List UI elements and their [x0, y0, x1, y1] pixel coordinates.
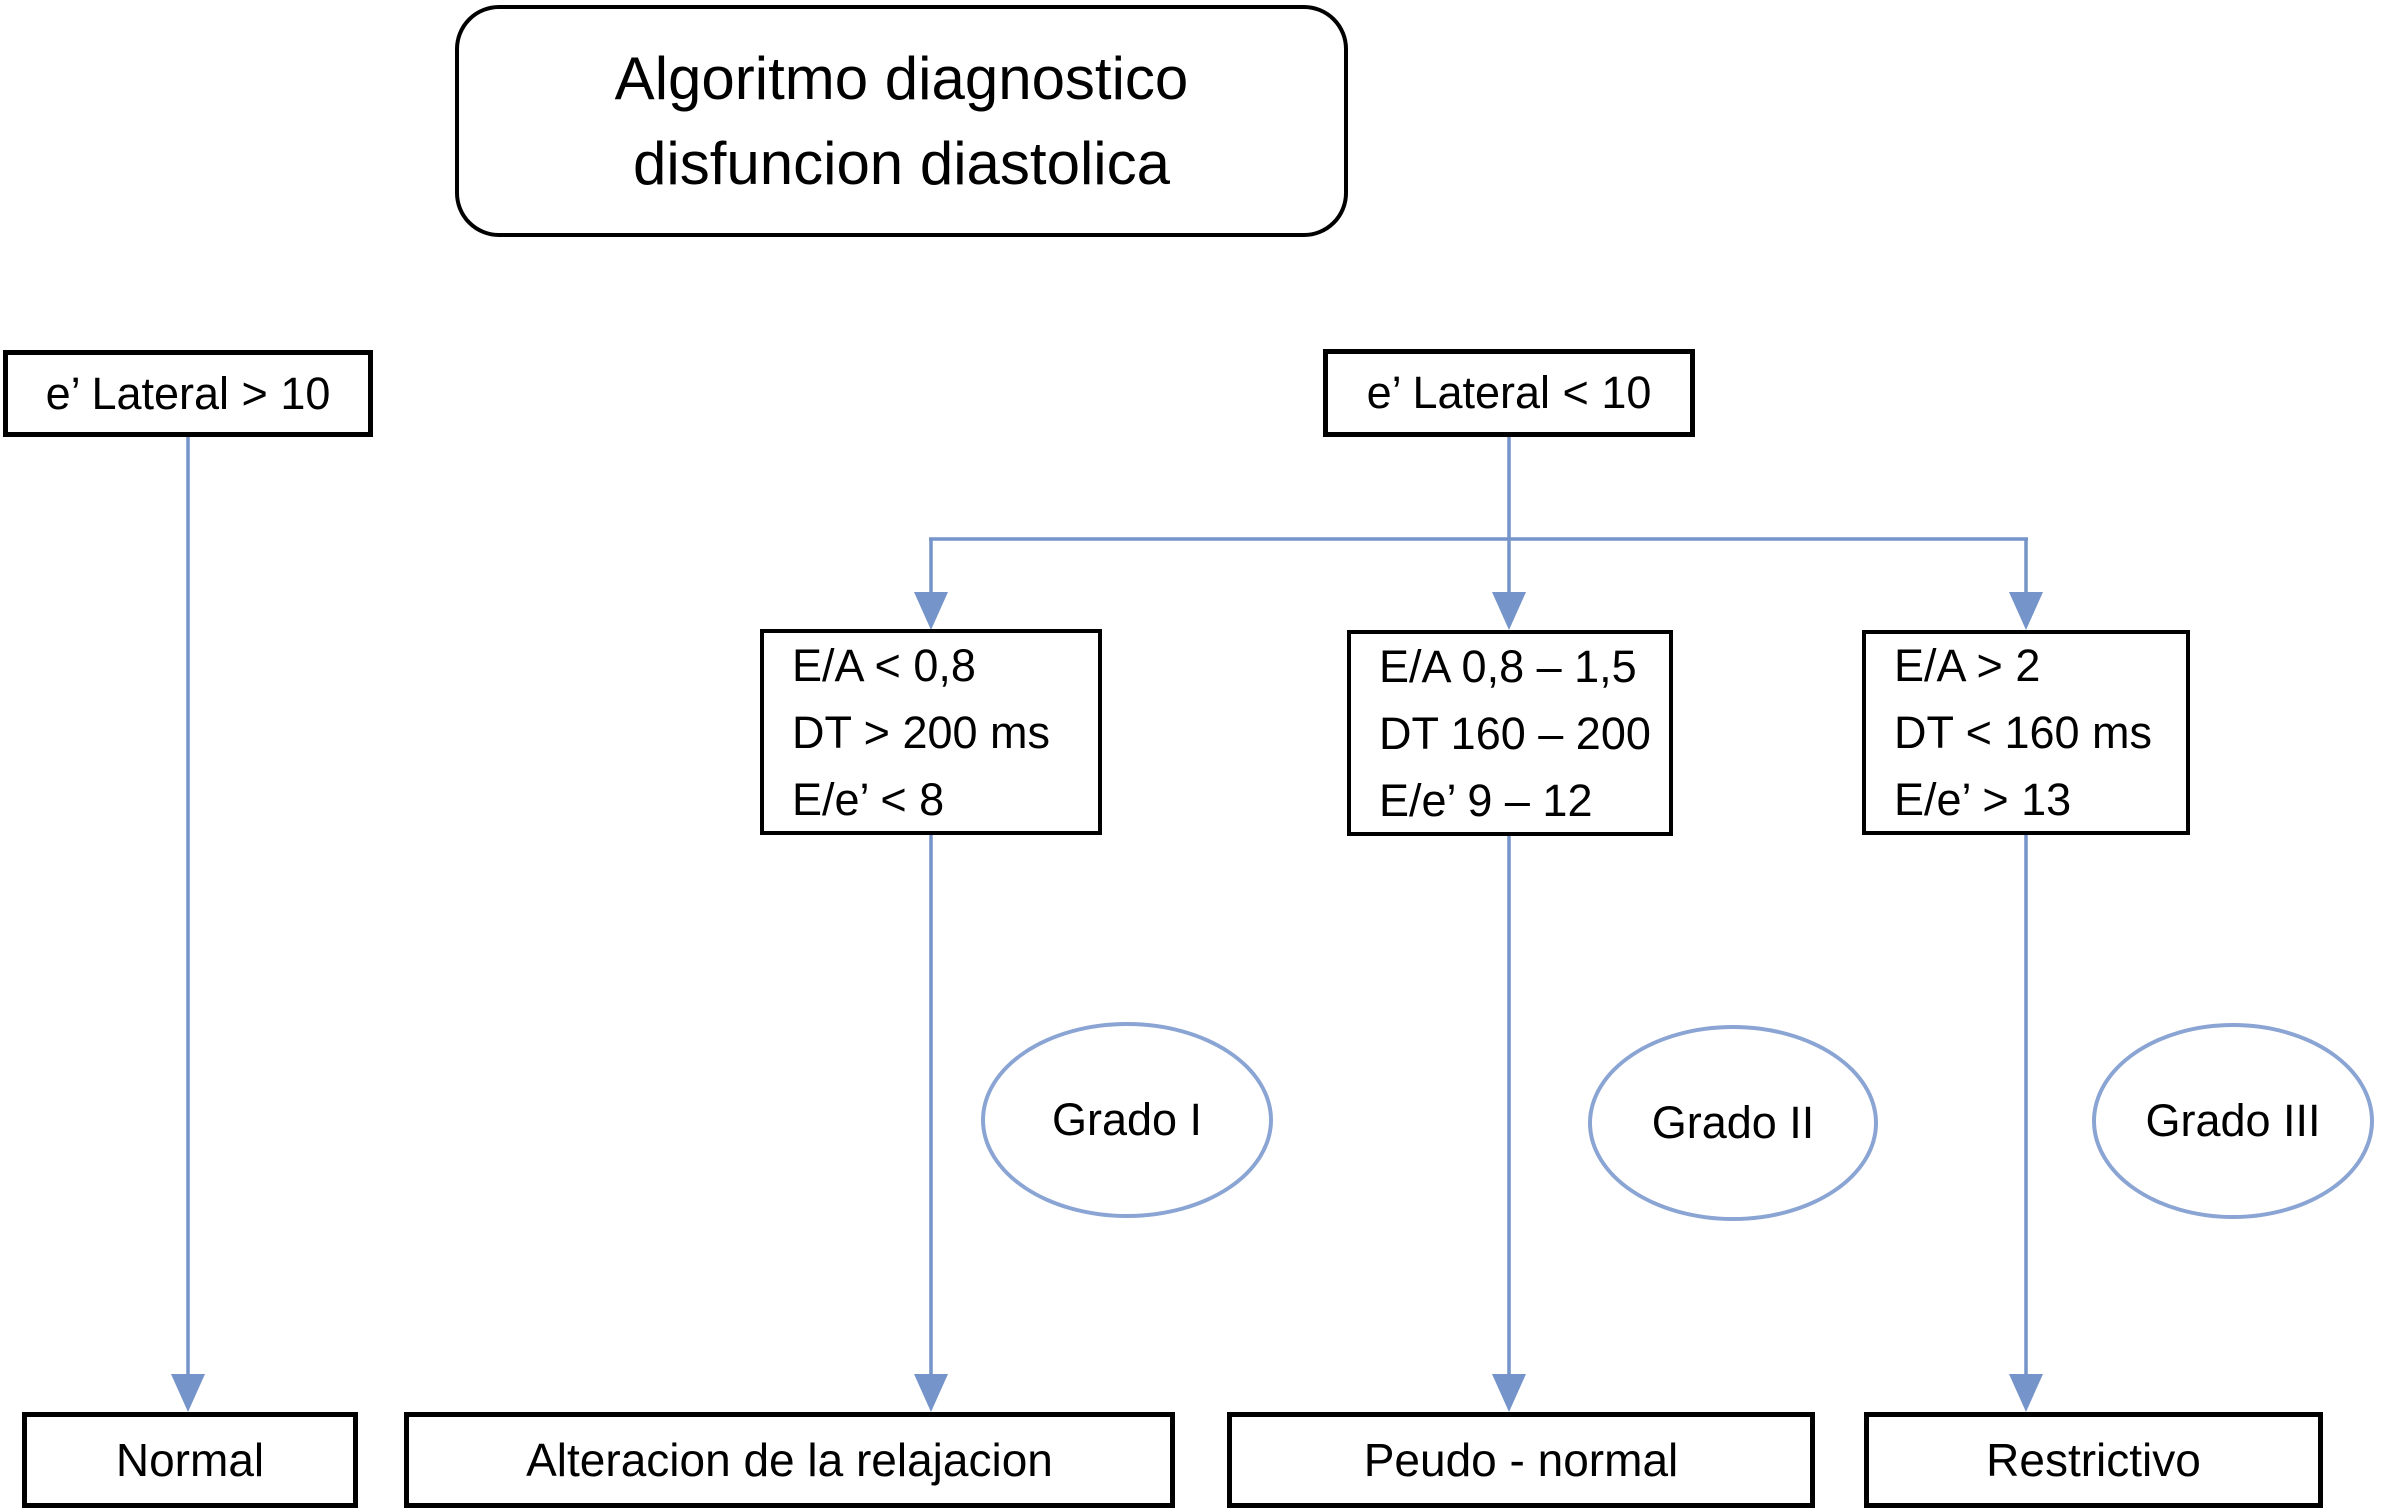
- criteria-3-line-1: E/A > 2: [1894, 640, 2041, 691]
- node-outcome-alteracion-relajacion: Alteracion de la relajacion: [404, 1412, 1175, 1508]
- connector-criteria1-to-alteracion: [914, 835, 948, 1412]
- grado-1-label: Grado I: [1051, 1094, 1203, 1145]
- criteria-2-line-3: E/e’ 9 – 12: [1379, 774, 1593, 826]
- criteria-1-line-2: DT > 200 ms: [792, 706, 1051, 758]
- criteria-2-line-1: E/A 0,8 – 1,5: [1379, 640, 1637, 692]
- connector-branch-to-criteria-3: [2009, 539, 2043, 630]
- criteria-3-line-2: DT < 160 ms: [1894, 707, 2153, 758]
- node-criteria-grade-3: E/A > 2 DT < 160 ms E/e’ > 13: [1862, 630, 2190, 835]
- connector-criteria3-to-restrictivo: [2009, 835, 2043, 1412]
- connector-left-root-to-normal: [171, 437, 205, 1412]
- node-criteria-grade-1: E/A < 0,8 DT > 200 ms E/e’ < 8: [760, 629, 1102, 835]
- node-outcome-restrictivo: Restrictivo: [1864, 1412, 2323, 1508]
- diagram-title: Algoritmo diagnostico disfuncion diastol…: [614, 44, 1189, 197]
- connector-branch-to-criteria-2: [1492, 539, 1526, 630]
- grado-2-label: Grado II: [1651, 1097, 1815, 1148]
- node-outcome-normal: Normal: [22, 1412, 358, 1508]
- ellipse-grado-3: Grado III: [2092, 1023, 2374, 1219]
- node-e-lateral-lt-10: e’ Lateral < 10: [1323, 349, 1695, 437]
- grado-3-label: Grado III: [2145, 1095, 2321, 1146]
- ellipse-grado-2: Grado II: [1588, 1025, 1878, 1221]
- connector-branch-to-criteria-1: [914, 539, 948, 630]
- ellipse-grado-1: Grado I: [981, 1022, 1273, 1218]
- criteria-1-line-1: E/A < 0,8: [792, 639, 976, 691]
- criteria-2-line-2: DT 160 – 200: [1379, 707, 1651, 759]
- node-e-lateral-gt-10: e’ Lateral > 10: [3, 350, 373, 437]
- node-outcome-peudo-normal: Peudo - normal: [1227, 1412, 1815, 1508]
- node-criteria-grade-2: E/A 0,8 – 1,5 DT 160 – 200 E/e’ 9 – 12: [1347, 630, 1673, 836]
- connector-criteria2-to-peudo-normal: [1492, 836, 1526, 1412]
- title-box: Algoritmo diagnostico disfuncion diastol…: [455, 5, 1348, 237]
- criteria-1-line-3: E/e’ < 8: [792, 773, 945, 825]
- criteria-3-line-3: E/e’ > 13: [1894, 774, 2072, 825]
